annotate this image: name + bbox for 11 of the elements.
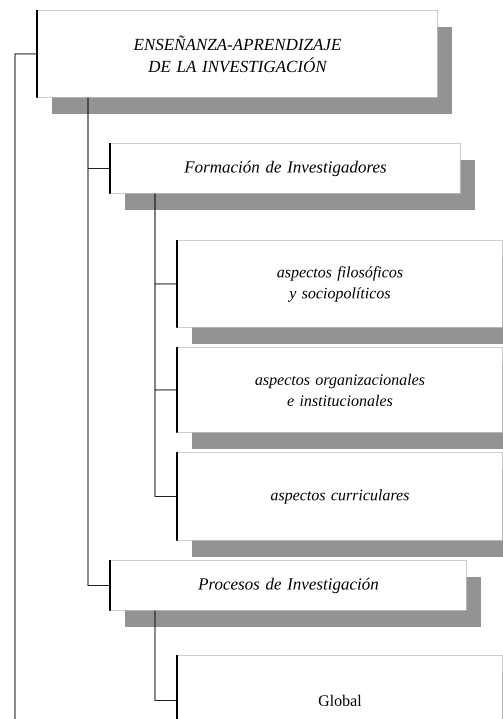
text-box: ENSEÑANZA-APRENDIZAJE DE LA INVESTIGACIÓN	[36, 10, 452, 114]
connector-line	[14, 53, 38, 719]
text-box: aspectos organizacionales e institucionales	[176, 347, 503, 449]
text-box: Global	[176, 655, 503, 719]
connector-line	[88, 97, 110, 586]
connector-line	[154, 610, 178, 701]
text-box: aspectos curriculares	[176, 452, 503, 557]
text-box: aspectos filosóficos y sociopolíticos	[176, 240, 503, 344]
text-box: Formación de Investigadores	[109, 143, 475, 210]
connector-line	[154, 193, 178, 497]
text-box: Procesos de Investigación	[109, 560, 481, 627]
